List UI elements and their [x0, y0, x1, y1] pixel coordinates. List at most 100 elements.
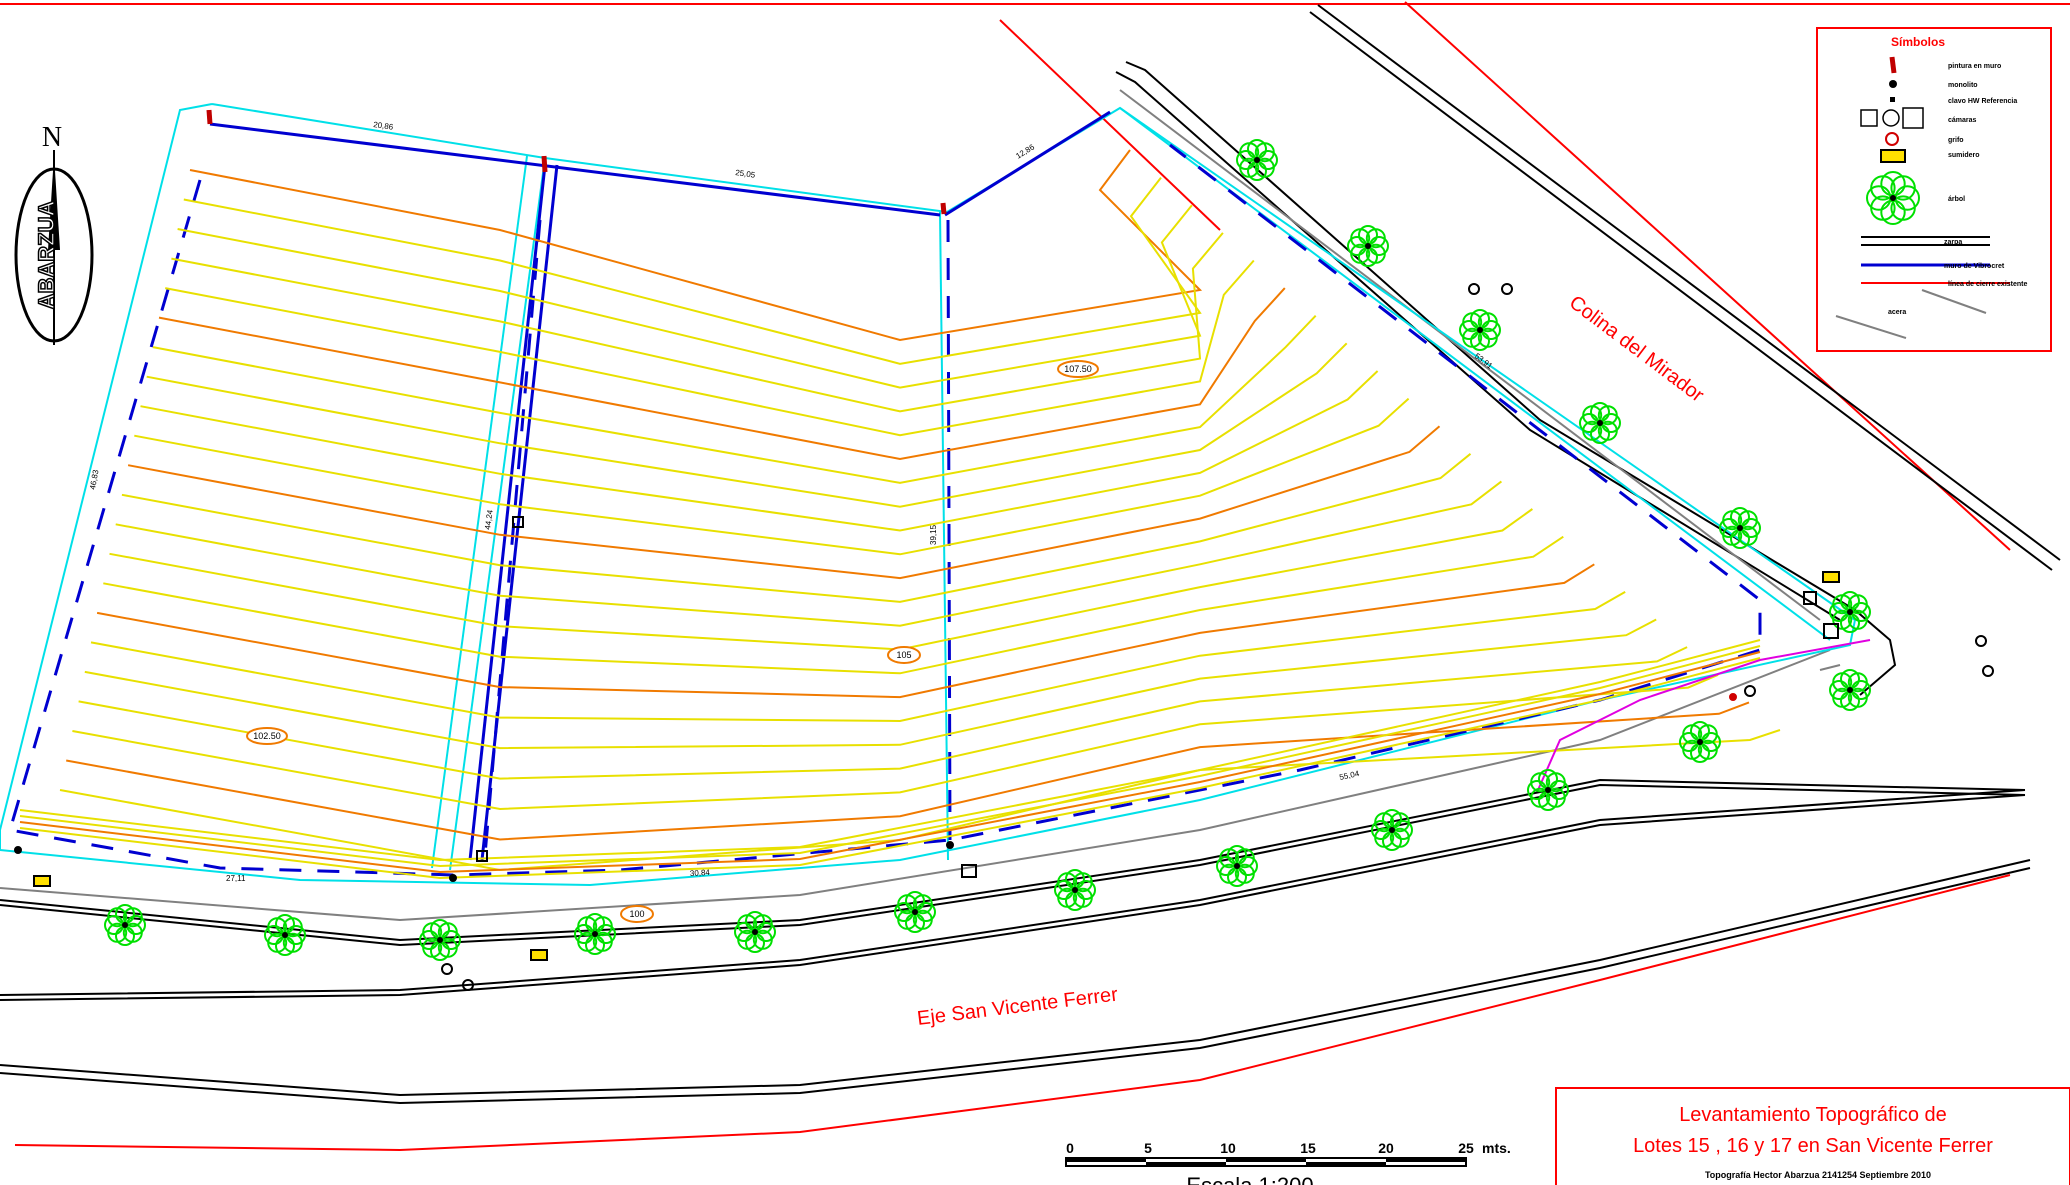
chamber-icon — [1468, 283, 1480, 295]
minor-contour — [103, 535, 1564, 675]
legend-item: sumidero — [1948, 152, 1980, 159]
scale-tick: 0 — [1066, 1140, 1074, 1156]
tree-icon — [1719, 507, 1761, 549]
tree-icon — [1347, 225, 1389, 267]
camera-icon — [1823, 623, 1839, 639]
markers — [14, 283, 1994, 991]
minor-contour — [183, 176, 1202, 365]
minor-contour — [152, 315, 1317, 484]
major-contour — [66, 701, 1750, 841]
camera-icon — [1902, 107, 1924, 129]
minor-contour — [115, 480, 1503, 627]
tree-icon — [734, 911, 776, 953]
camera-icon — [512, 516, 524, 528]
minor-contour — [134, 397, 1410, 556]
wall-paint-icon — [206, 109, 213, 125]
legend-item: zarpa — [1944, 239, 1962, 246]
monument-icon — [449, 874, 457, 882]
chamber-icon — [1982, 665, 1994, 677]
dimension-label: 55,04 — [1339, 769, 1361, 782]
sumidero-icon — [33, 875, 51, 887]
tree-icon — [1216, 845, 1258, 887]
sumidero-icon — [1880, 149, 1906, 163]
monument-icon — [14, 846, 22, 854]
camera-icon — [476, 850, 488, 862]
colina-sidewalk — [1119, 89, 1841, 671]
eje-sidewalk — [0, 649, 1831, 922]
edge-contour — [19, 645, 1761, 868]
title-line-2: Lotes 15 , 16 y 17 en San Vicente Ferrer — [1633, 1135, 1993, 1157]
dimension-label: 27,11 — [226, 874, 246, 883]
eje-curbs — [0, 778, 2031, 1105]
tree-icon — [1829, 669, 1871, 711]
scale-tick: 5 — [1144, 1140, 1152, 1156]
tree-icon — [574, 913, 616, 955]
logo-text: ABARZUA — [34, 201, 59, 310]
sumidero-icon — [530, 949, 548, 961]
minor-contour — [165, 259, 1255, 437]
legend: Símbolos pintura en muro monolito clavo … — [1816, 27, 2052, 352]
monument-icon — [1729, 693, 1737, 701]
title-credit: Topografía Hector Abarzua 2141254 Septie… — [1705, 1170, 1931, 1180]
title-block: Levantamiento Topográfico de Lotes 15 , … — [1555, 1087, 2070, 1185]
scale-unit: mts. — [1482, 1140, 1511, 1156]
edge-contour — [19, 657, 1761, 880]
chamber-icon — [462, 979, 474, 991]
contour-label: 100 — [629, 909, 644, 919]
tree-icon — [419, 919, 461, 961]
tree-icon — [894, 891, 936, 933]
scale-tick: 10 — [1220, 1140, 1236, 1156]
chamber-icon — [1501, 283, 1513, 295]
camera-icon — [1803, 591, 1817, 605]
sumidero-icon — [1822, 571, 1840, 583]
wall-paint-icon — [940, 202, 947, 215]
tree-icon — [1527, 769, 1569, 811]
scale-tick: 15 — [1300, 1140, 1316, 1156]
scale-tick: 25 — [1458, 1140, 1474, 1156]
reference-nail-icon — [1890, 97, 1895, 102]
legend-title: Símbolos — [1891, 35, 1945, 49]
minor-contour — [146, 342, 1348, 508]
hydrant-icon — [1885, 132, 1899, 146]
chamber-icon — [1744, 685, 1756, 697]
wall-paint-marks — [206, 109, 947, 215]
trees — [104, 139, 1871, 961]
contour-lines — [19, 149, 1781, 880]
tree-icon — [1579, 402, 1621, 444]
dimension-label: 20,86 — [373, 120, 395, 132]
tree-icon — [1866, 171, 1921, 226]
tree-icon — [264, 914, 306, 956]
minor-contour — [109, 508, 1533, 651]
legend-item: árbol — [1948, 196, 1965, 203]
north-arrow: N ABARZUA — [14, 122, 94, 345]
tree-icon — [1829, 591, 1871, 633]
title-line-1: Levantamiento Topográfico de — [1679, 1104, 1947, 1126]
minor-contour — [121, 453, 1472, 603]
minor-contour — [140, 370, 1379, 532]
contour-label: 105 — [896, 650, 911, 660]
tree-icon — [1679, 721, 1721, 763]
camera-icon — [1860, 109, 1878, 127]
tree-icon — [1371, 809, 1413, 851]
dimension-label: 25,05 — [735, 168, 757, 180]
tree-icon — [1459, 309, 1501, 351]
scale-caption: Escala 1:200 — [1186, 1173, 1313, 1185]
edge-contour — [19, 651, 1761, 874]
camera-icon — [961, 864, 977, 878]
legend-item: pintura en muro — [1948, 63, 2001, 70]
camera-icon — [1882, 109, 1900, 127]
pipe-line — [1537, 639, 1871, 791]
monument-icon — [1889, 80, 1897, 88]
vibrocret-dashed — [8, 143, 1762, 877]
tree-icon — [1054, 869, 1096, 911]
minor-contour — [90, 591, 1626, 723]
dimension-label: 30,84 — [690, 868, 711, 878]
tree-icon — [104, 904, 146, 946]
chamber-icon — [1975, 635, 1987, 647]
scale-tick: 20 — [1378, 1140, 1394, 1156]
major-contour — [96, 563, 1595, 699]
minor-contour — [171, 232, 1224, 413]
tree-icon — [1236, 139, 1278, 181]
minor-contour — [78, 646, 1688, 780]
